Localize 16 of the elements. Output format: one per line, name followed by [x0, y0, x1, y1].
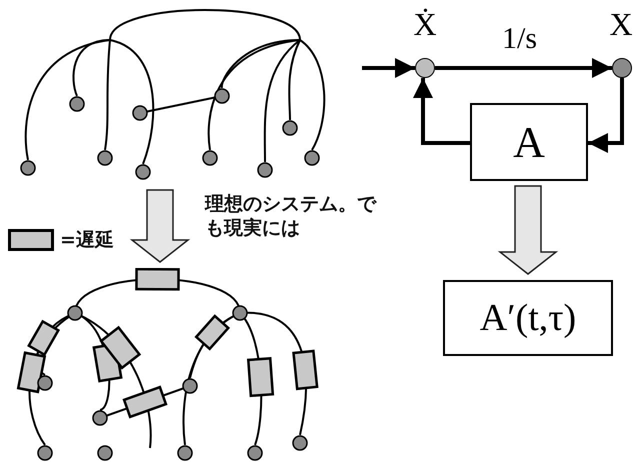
hollow-arrow — [130, 189, 190, 263]
arrow — [413, 78, 470, 145]
edge-label: 理想のシステム。でも現実には — [205, 192, 377, 240]
block-label: A — [513, 116, 545, 168]
block-box — [470, 103, 588, 181]
junction-circle — [612, 58, 632, 78]
hollow-arrow — [498, 185, 558, 275]
arrow — [362, 58, 415, 78]
block-label: A′(t,τ) — [480, 296, 576, 340]
arrow — [588, 78, 624, 153]
variable-label: Ẋ — [412, 6, 438, 42]
junction-circle — [415, 58, 435, 78]
block-box — [443, 280, 613, 356]
arrow — [435, 58, 612, 78]
variable-label: X — [608, 6, 634, 42]
legend-label: =遅延 — [60, 228, 114, 252]
